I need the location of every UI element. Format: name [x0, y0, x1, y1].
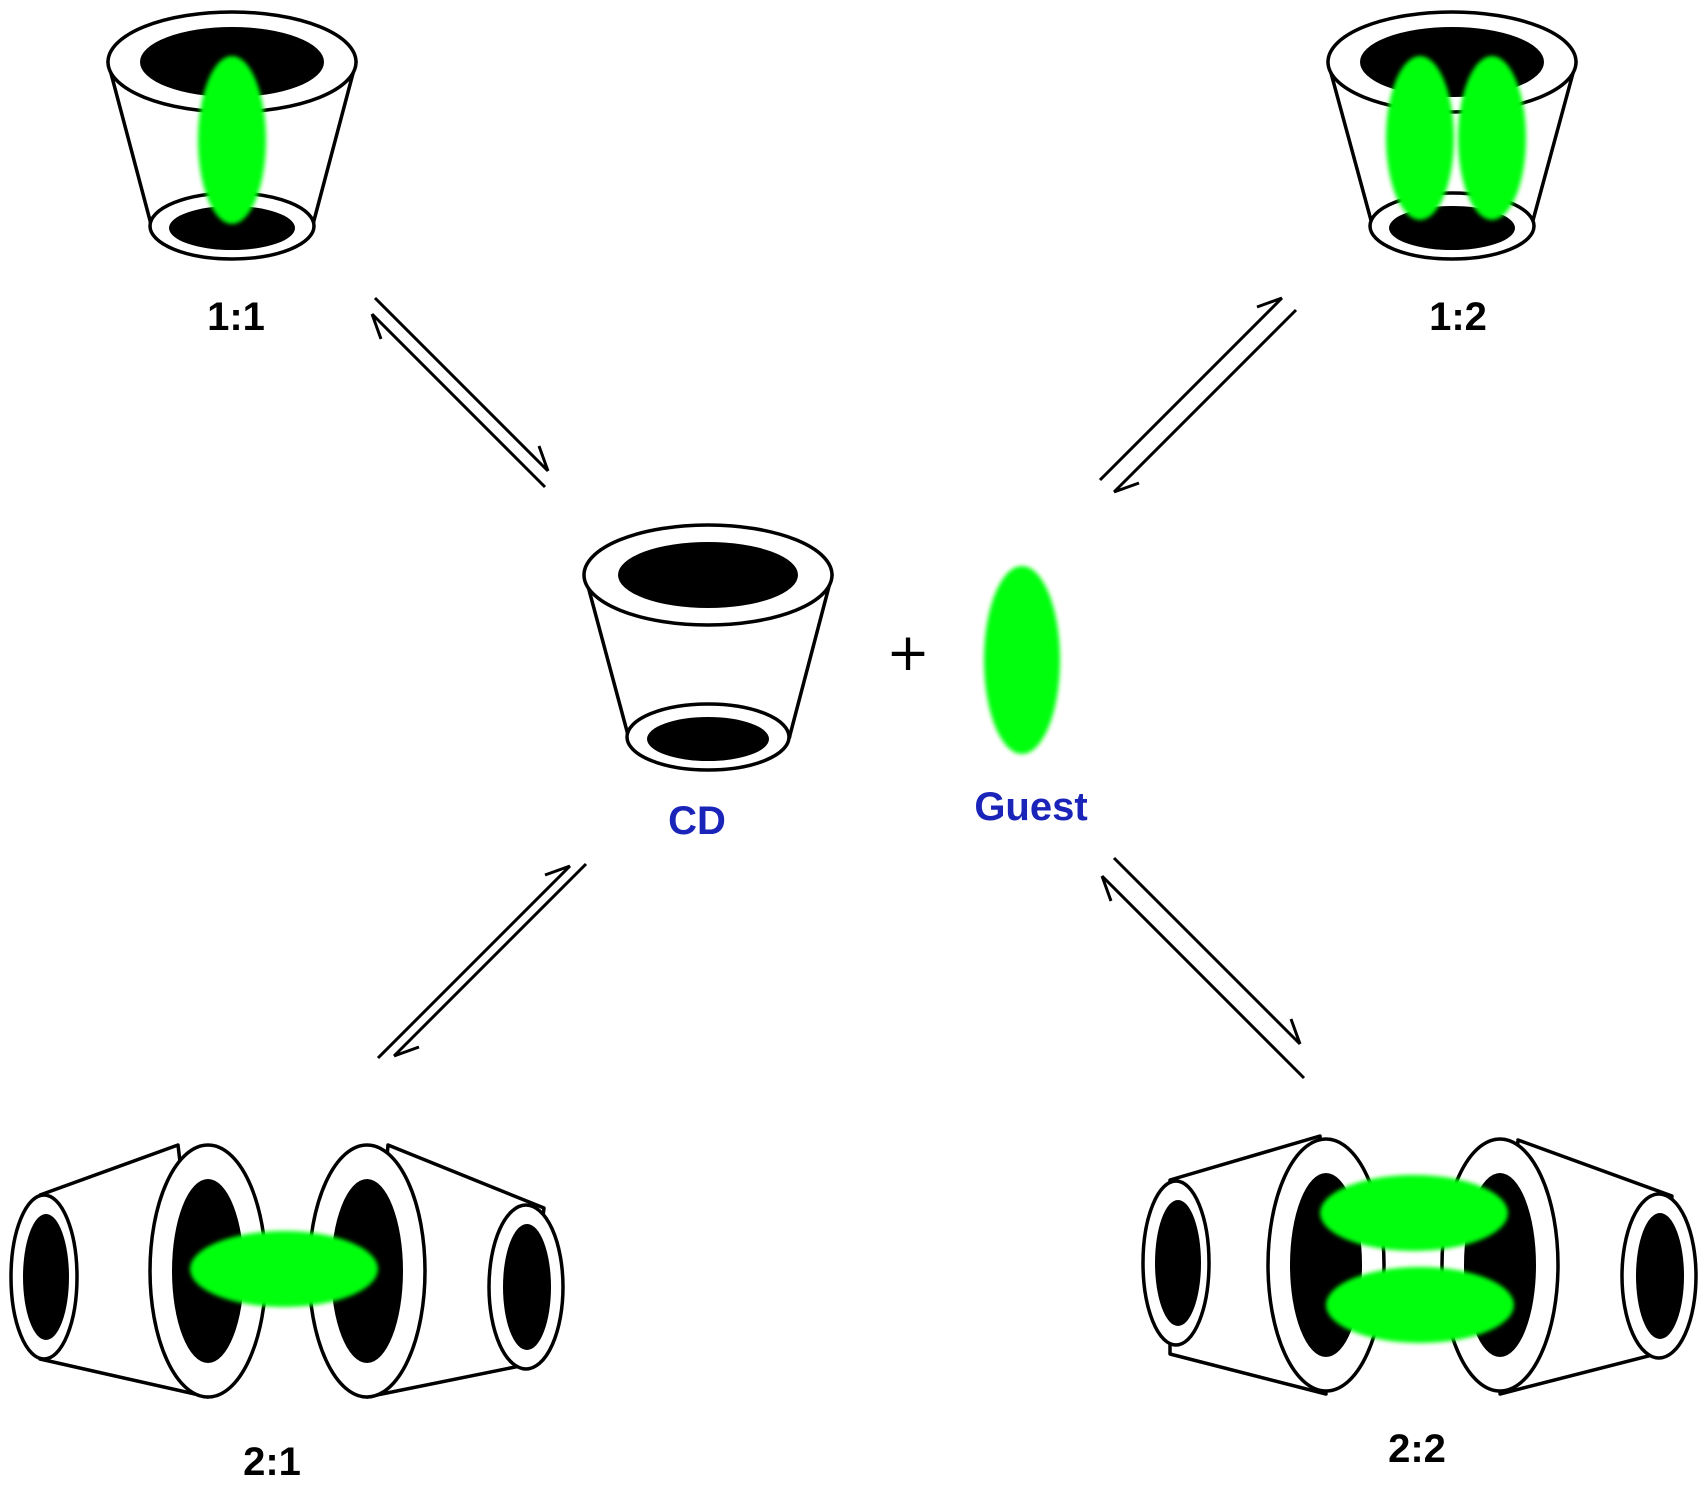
free-cd-cone [582, 523, 834, 772]
guest-label: Guest [974, 785, 1087, 829]
label-1-1: 1:1 [207, 295, 265, 339]
plus-sign: + [886, 623, 930, 683]
equilibrium-arrow-1-2 [1098, 296, 1298, 494]
free-guest [984, 566, 1060, 754]
equilibrium-arrow-2-2 [1100, 856, 1306, 1080]
equilibrium-arrow-1-1 [370, 296, 550, 489]
label-2-2: 2:2 [1388, 1427, 1446, 1471]
label-2-1: 2:1 [243, 1440, 301, 1484]
cd-label: CD [668, 799, 726, 843]
complex-1-1 [106, 10, 358, 261]
complex-1-2 [1326, 10, 1578, 261]
equilibrium-arrow-2-1 [376, 862, 588, 1060]
label-1-2: 1:2 [1429, 295, 1487, 339]
complex-2-2 [1141, 1134, 1698, 1396]
complex-2-1 [9, 1143, 565, 1399]
